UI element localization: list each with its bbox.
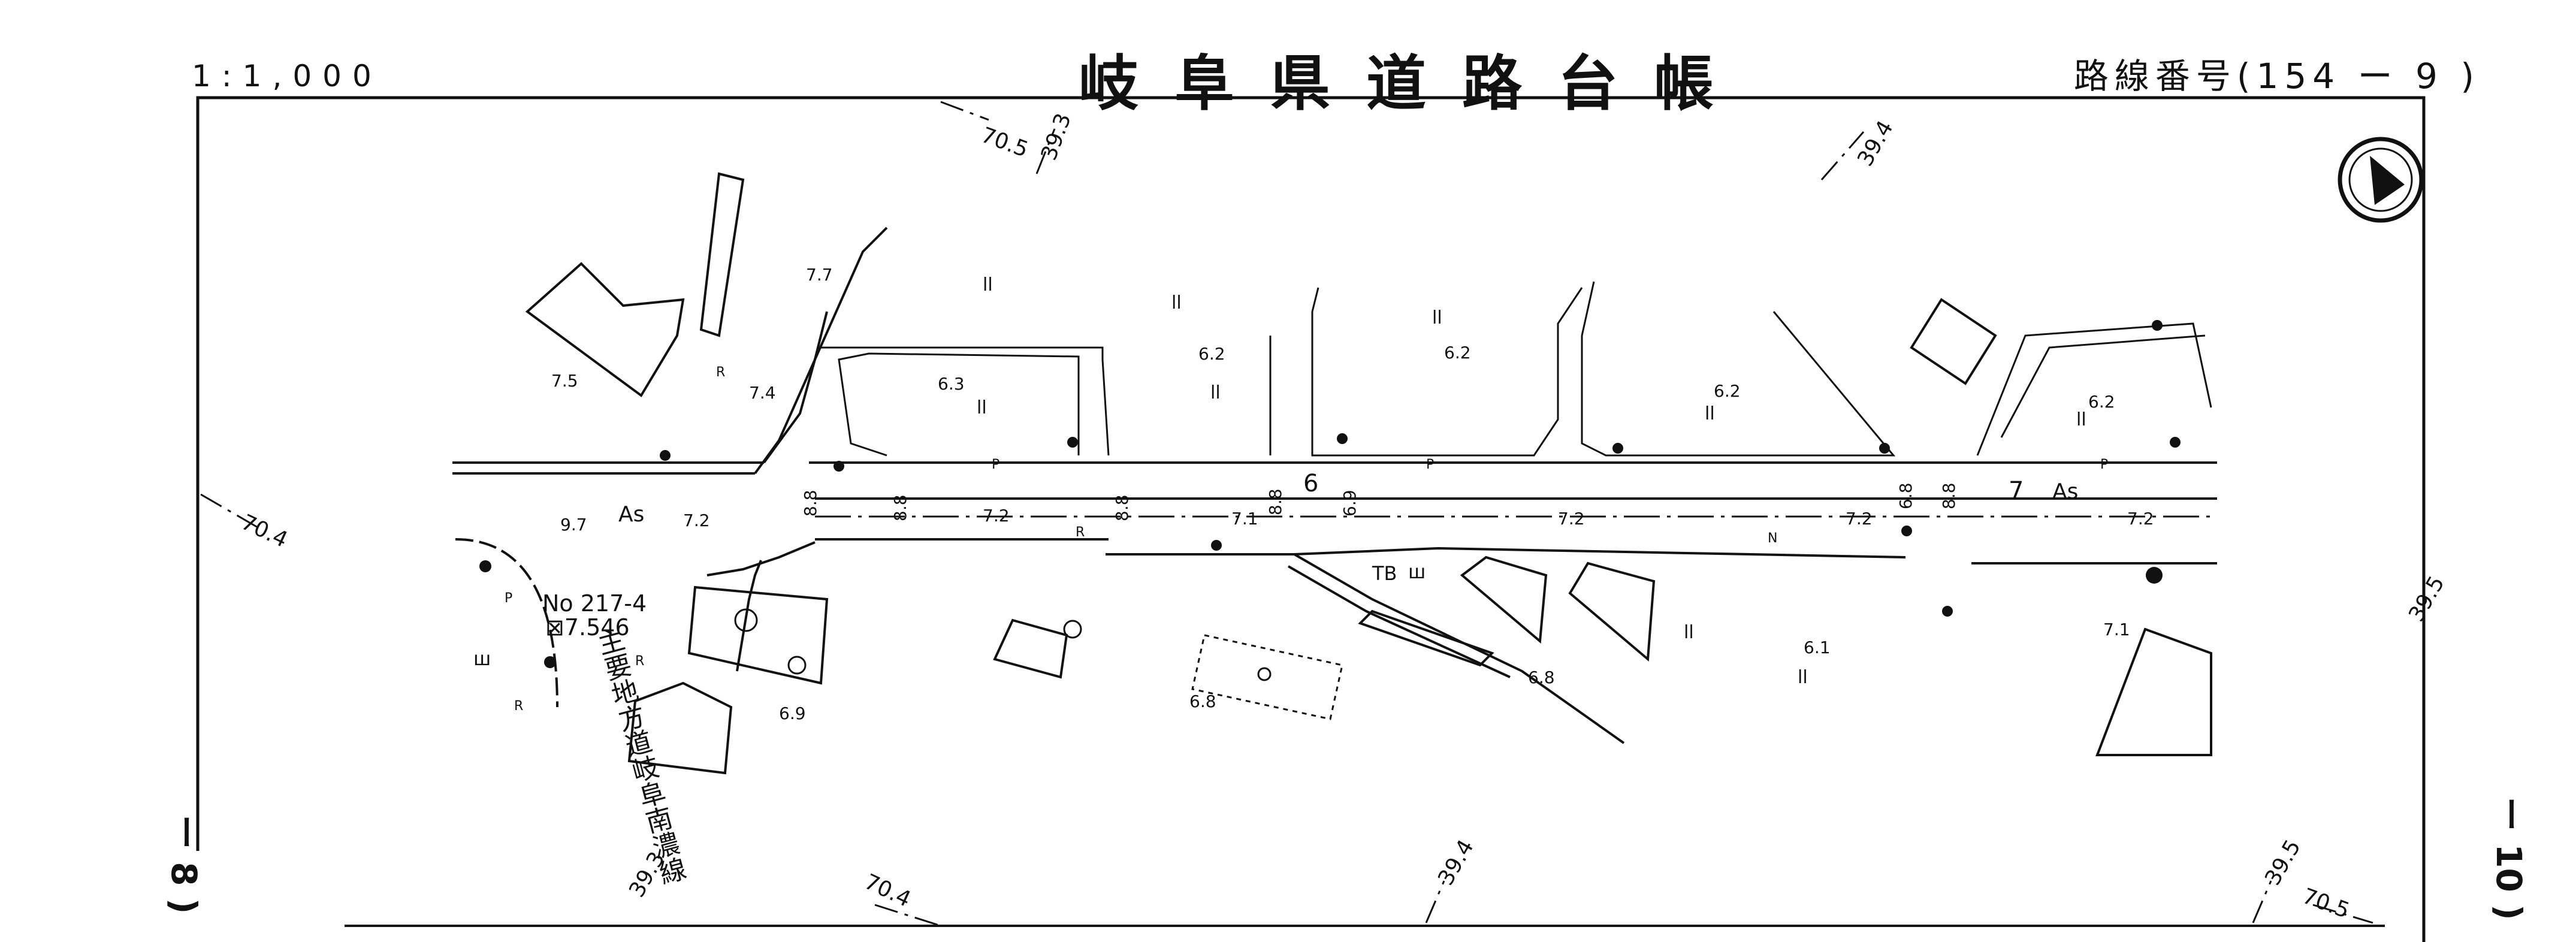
- road-width-dimensions: 8.8 8.8 8.8 8.8 6.9 6.8 8.8: [801, 482, 1959, 521]
- paddy-symbol: ll: [1432, 307, 1442, 328]
- spot-elevation: 7.5: [551, 371, 578, 391]
- spot-elevation: 6.8: [1189, 692, 1216, 711]
- paddy-symbol: ll: [1684, 622, 1694, 643]
- symbol-n: N: [1768, 531, 1777, 546]
- width-label: 8.8: [890, 494, 910, 521]
- building-outlines: [525, 172, 2212, 775]
- paddy-symbol: ll: [1210, 382, 1221, 403]
- station-label: 6: [1303, 470, 1318, 497]
- contour-lines: [200, 101, 2373, 927]
- spot-elevation: 6.8: [1528, 668, 1555, 687]
- spot-elevation: 7.2: [683, 511, 710, 530]
- tree-icon: [1063, 620, 1082, 639]
- pond-symbol: [1257, 667, 1272, 681]
- spot-elevation: 6.2: [1198, 344, 1225, 364]
- tb-label: TB: [1372, 562, 1397, 585]
- field-symbol: ш: [1408, 560, 1426, 583]
- intersection-arc: [455, 538, 558, 708]
- tree-icon: [787, 656, 807, 675]
- spot-elevation: 6.2: [2088, 392, 2115, 412]
- spot-elevations: 7.7 7.5 7.4 6.3 6.2 6.2 6.2 6.2 7.2 7.2 …: [551, 265, 2154, 723]
- width-label: 8.8: [1266, 488, 1285, 515]
- pond-outline: [1191, 634, 1343, 720]
- utility-markers: [660, 320, 2181, 617]
- paddy-symbol: ll: [977, 397, 987, 418]
- tree-icon: [734, 608, 758, 632]
- spot-elevation: 6.2: [1714, 381, 1741, 401]
- map-scale: 1:1,000: [192, 59, 382, 93]
- symbol-r: R: [635, 654, 644, 669]
- paddy-symbol: ll: [2076, 409, 2086, 430]
- contour-label: 39.4: [1433, 836, 1479, 890]
- contour-label: 39.5: [2260, 836, 2306, 890]
- paddy-symbol: ll: [1705, 403, 1715, 424]
- spot-elevation: 6.1: [1804, 638, 1831, 657]
- north-arrow-icon: [2338, 137, 2424, 223]
- symbol-p: P: [2100, 457, 2108, 472]
- spot-elevation: 7.4: [749, 383, 776, 403]
- spot-elevation: 7.2: [983, 506, 1010, 526]
- spot-elevation: 7.1: [1231, 509, 1258, 529]
- spot-elevation: 9.7: [560, 515, 587, 535]
- paddy-symbol: ll: [1798, 667, 1808, 688]
- spot-elevation: 6.3: [938, 374, 965, 394]
- road-edges: [452, 227, 2217, 744]
- symbol-r: R: [1076, 525, 1085, 540]
- next-sheet-ref: ー 10 ): [2489, 797, 2529, 920]
- width-label: 6.9: [1340, 490, 1360, 517]
- manhole-icon: [2146, 567, 2163, 584]
- contour-label: 70.4: [237, 510, 291, 552]
- spot-elevation: 6.9: [779, 704, 806, 723]
- route-number: 路線番号(154 ー 9 ): [2073, 56, 2480, 96]
- surface-label: As: [618, 502, 644, 527]
- spot-elevation: 6.2: [1444, 343, 1471, 363]
- station-label: 7: [2009, 477, 2024, 505]
- map-symbols: P P P P R R R R N ll ll ll ll ll ll ll l…: [473, 274, 2108, 714]
- contour-label: 70.4: [860, 869, 914, 912]
- surface-label: As: [2052, 479, 2078, 504]
- width-label: 8.8: [1939, 482, 1959, 509]
- symbol-p: P: [505, 591, 512, 606]
- contour-label: 39.5: [2404, 572, 2450, 626]
- spot-elevation: 7.2: [1846, 509, 1873, 529]
- contour-label: 70.5: [978, 123, 1031, 162]
- benchmark-number: No 217-4: [542, 590, 647, 617]
- map-frame: [196, 96, 2426, 942]
- parcel-outlines: [821, 281, 2212, 457]
- spot-elevation: 7.7: [806, 265, 833, 285]
- symbol-p: P: [1426, 457, 1434, 472]
- spot-elevation: 7.2: [1558, 509, 1585, 529]
- symbol-r: R: [716, 365, 725, 380]
- symbol-r: R: [514, 699, 523, 714]
- benchmark-marker: [544, 656, 556, 668]
- contour-label: 39.4: [1853, 117, 1898, 171]
- paddy-symbol: ll: [983, 274, 993, 295]
- page-title: 岐阜県道路台帳: [1079, 49, 1750, 119]
- contour-label: 70.5: [2299, 884, 2352, 923]
- contour-label: 39.3: [1037, 110, 1076, 164]
- symbol-p: P: [992, 457, 999, 472]
- width-label: 6.8: [1896, 482, 1916, 509]
- width-label: 8.8: [801, 490, 820, 517]
- field-symbol: ш: [473, 647, 491, 670]
- spot-elevation: 7.1: [2103, 620, 2130, 639]
- paddy-symbol: ll: [1171, 292, 1182, 313]
- benchmark-elevation: ⊠7.546: [545, 614, 630, 641]
- spot-elevation: 7.2: [2127, 509, 2154, 529]
- width-label: 8.8: [1112, 494, 1132, 521]
- benchmark-marker: [479, 560, 491, 572]
